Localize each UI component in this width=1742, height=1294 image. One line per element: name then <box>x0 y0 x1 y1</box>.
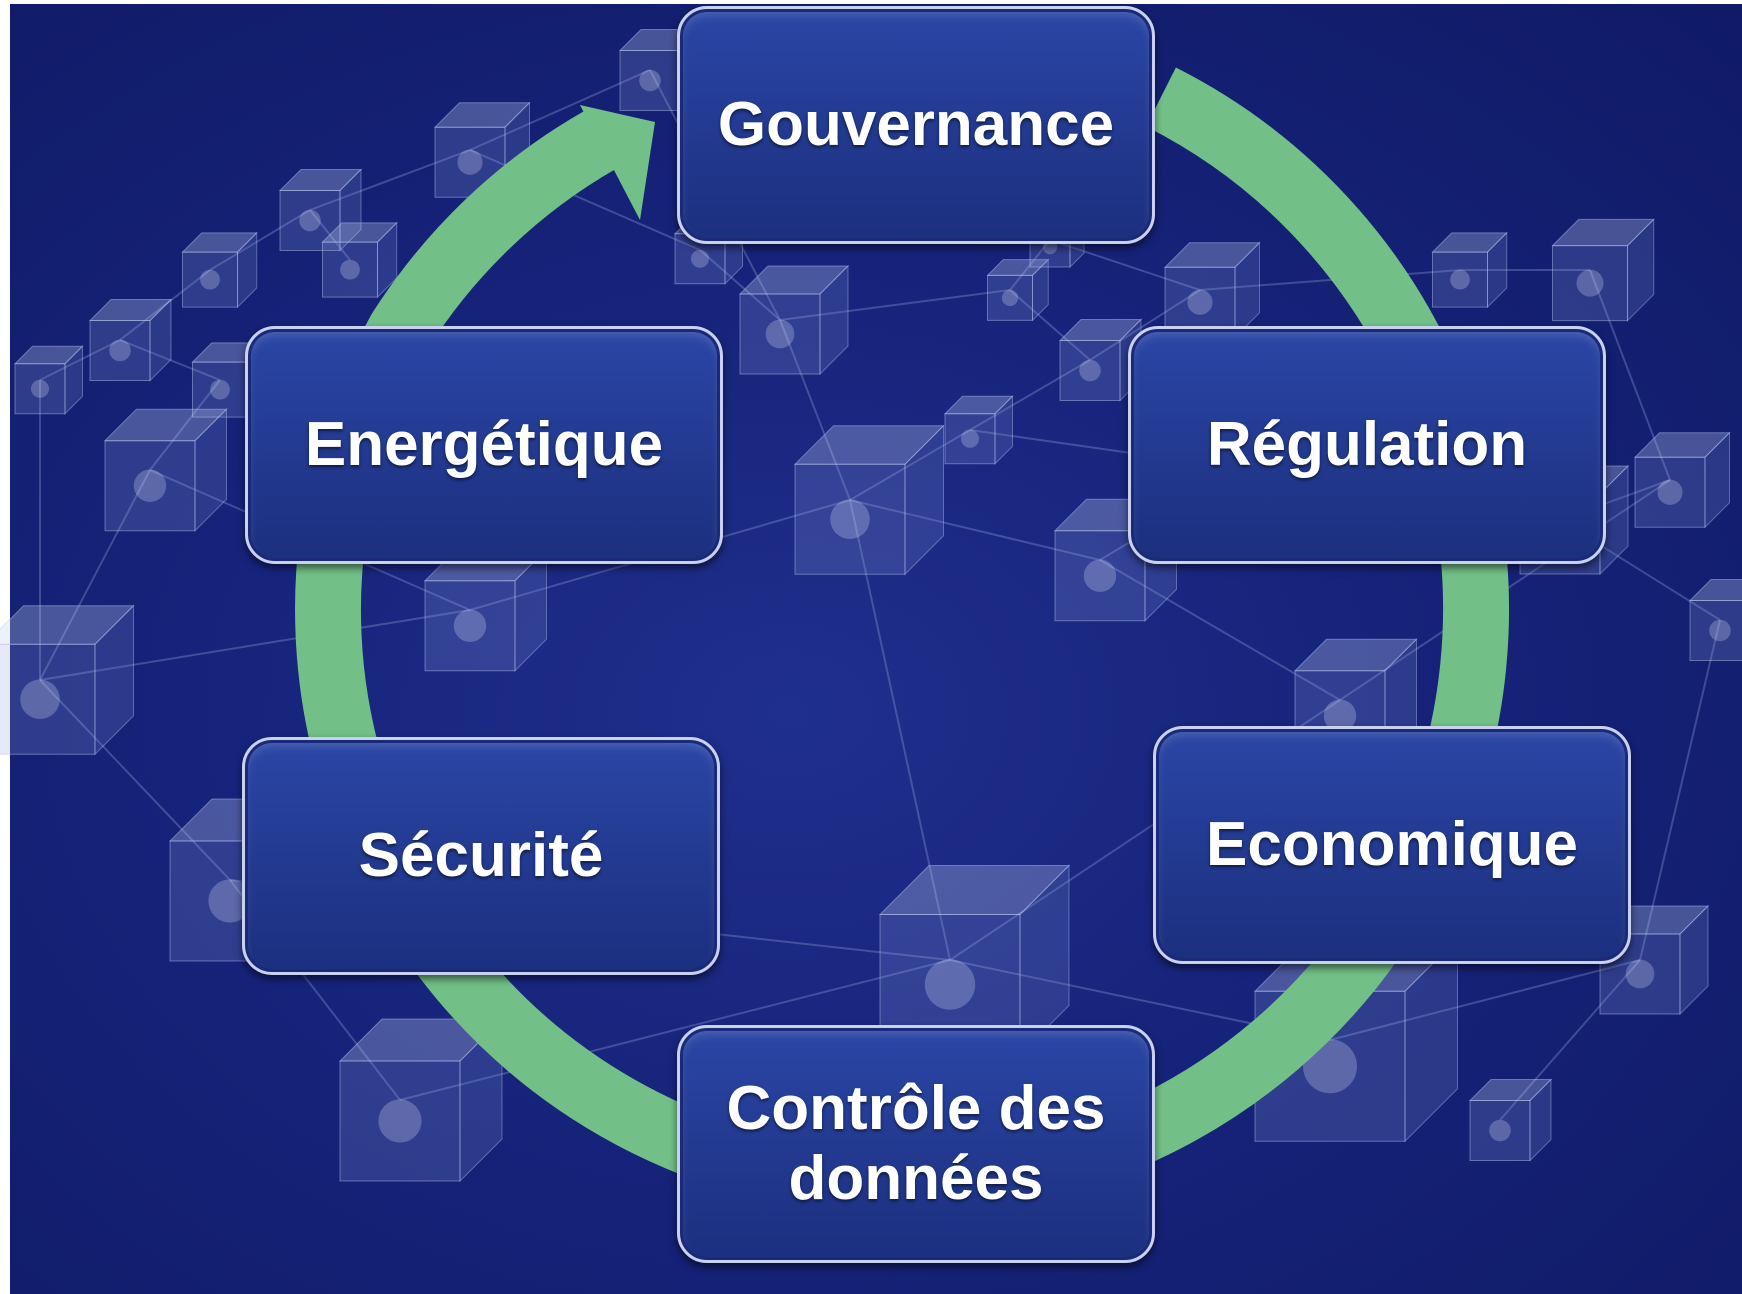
network-cube <box>13 345 84 415</box>
network-link <box>1009 289 1091 361</box>
network-link <box>149 379 221 471</box>
network-cube <box>1688 579 1742 661</box>
network-link <box>119 339 221 381</box>
network-link <box>309 209 351 261</box>
network-cube <box>1468 1078 1553 1162</box>
network-cube <box>0 604 135 756</box>
network-link <box>39 609 471 681</box>
network-link <box>849 499 1101 561</box>
network-cube <box>338 1017 504 1183</box>
network-cube <box>1431 231 1508 309</box>
network-cube <box>423 548 548 672</box>
network-link <box>849 499 951 961</box>
network-link <box>1049 239 1201 291</box>
network-link <box>849 429 971 501</box>
network-cube <box>943 395 1014 465</box>
network-link <box>209 209 311 271</box>
network-link <box>779 289 1011 321</box>
network-link <box>1099 559 1341 701</box>
network-link <box>779 319 851 501</box>
node-regulation: Régulation <box>1128 326 1606 564</box>
node-securite: Sécurité <box>242 737 720 975</box>
network-link <box>699 249 781 321</box>
network-cube <box>1163 241 1261 339</box>
network-link <box>119 269 211 341</box>
node-energetique-label: Energétique <box>304 410 664 479</box>
network-link <box>1639 619 1721 961</box>
network-link <box>1499 959 1641 1121</box>
network-link <box>399 959 951 1101</box>
network-link <box>1329 959 1641 1041</box>
network-cube <box>1633 431 1731 529</box>
network-cube <box>321 221 398 299</box>
network-link <box>1089 289 1201 361</box>
node-securite-label: Sécurité <box>358 821 604 890</box>
network-link <box>39 339 121 381</box>
network-cube <box>278 168 363 252</box>
node-controle-des-donnees: Contrôle des données <box>677 1025 1155 1263</box>
cycle-arrowhead <box>580 105 655 220</box>
network-link <box>469 69 651 151</box>
cycle-arrow-body <box>295 67 1510 1217</box>
network-cube <box>88 298 173 382</box>
node-regulation-label: Régulation <box>1206 410 1528 479</box>
network-cube <box>103 408 228 532</box>
network-cube <box>738 264 850 376</box>
network-cube <box>181 231 258 309</box>
network-link <box>1009 239 1051 291</box>
node-economique: Economique <box>1153 726 1631 964</box>
network-cube <box>986 258 1050 322</box>
network-link <box>1589 269 1671 481</box>
network-link <box>309 149 471 211</box>
node-gouvernance: Gouvernance <box>677 6 1155 244</box>
network-cube <box>793 424 945 576</box>
network-link <box>969 359 1091 431</box>
node-controle-des-donnees-label: Contrôle des données <box>726 1074 1106 1213</box>
node-energetique: Energétique <box>245 326 723 564</box>
network-cube <box>1551 218 1655 322</box>
network-link <box>39 679 231 881</box>
node-economique-label: Economique <box>1205 810 1579 879</box>
network-link <box>39 469 151 681</box>
network-link <box>1199 269 1461 291</box>
node-gouvernance-label: Gouvernance <box>717 90 1115 159</box>
